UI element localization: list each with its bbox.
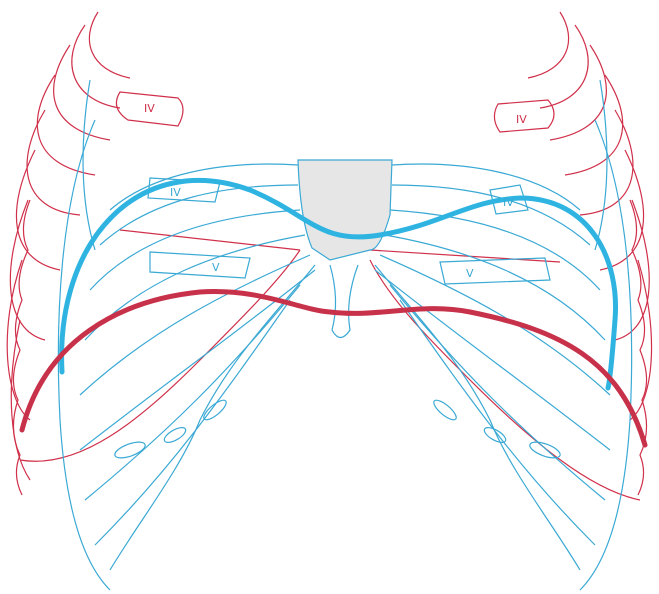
blue-rib-hole-right-3	[528, 439, 562, 461]
blue-rib-left-8	[95, 300, 290, 545]
blue-rib-right-6	[375, 270, 610, 450]
red-rib-left-6	[16, 150, 60, 270]
blue-rib-right-5	[380, 255, 610, 395]
red-rib-right-v	[370, 250, 560, 262]
blue-rib-right-8	[400, 300, 595, 545]
blue-rib-right-4	[385, 235, 605, 340]
blue-rib-right-3	[390, 210, 600, 290]
red-rib-left-7	[10, 200, 45, 340]
blue-rib-hole-right-1	[431, 397, 459, 423]
blue-rib-left-inner	[83, 80, 95, 250]
red-rib-left-9	[11, 320, 30, 480]
red-left-iv-label: IV	[144, 102, 155, 115]
blue-xiphoid	[330, 265, 358, 338]
blue-rib-left-1	[110, 164, 298, 210]
blue-rib-left-4	[85, 235, 305, 340]
blue-rib-left-6	[80, 270, 315, 450]
blue-right-v-label: V	[466, 267, 474, 280]
blue-left-iv-label: IV	[170, 186, 181, 199]
blue-right-iv-label: IV	[503, 196, 514, 209]
red-rib-left-edge	[13, 200, 30, 495]
blue-rib-left-7	[85, 285, 300, 500]
red-rib-left-3	[54, 45, 110, 140]
blue-rib-right-v-box	[440, 258, 550, 284]
red-right-iv-label: IV	[516, 113, 527, 126]
blue-rib-left-v-box	[150, 252, 250, 278]
blue-sternum	[298, 160, 392, 260]
red-rib-lower-right	[370, 260, 640, 500]
blue-rib-hole-left-3	[113, 439, 147, 461]
red-rib-left-1	[89, 12, 130, 78]
red-rib-right-1	[528, 12, 569, 78]
blue-left-v-label: V	[212, 261, 220, 274]
red-rib-right-edge	[630, 200, 647, 495]
red-rib-right-2	[540, 25, 588, 108]
red-rib-right-4	[565, 75, 623, 175]
blue-rib-left-5	[80, 255, 310, 395]
blue-rib-left-2	[100, 185, 298, 245]
blue-rib-left-3	[90, 210, 300, 290]
blue-rib-hole-left-2	[162, 425, 188, 446]
red-rib-left-2	[72, 25, 120, 108]
red-rib-left-4	[37, 75, 95, 175]
blue-rib-hole-right-2	[482, 425, 508, 446]
